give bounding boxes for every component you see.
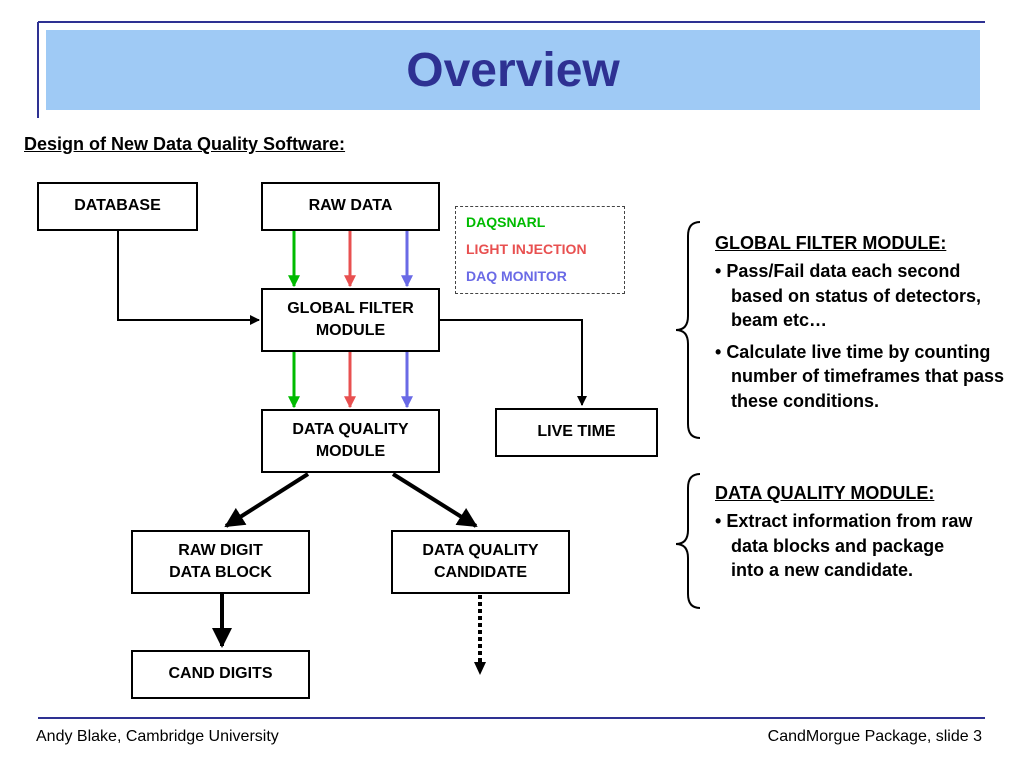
box-live-time-label: LIVE TIME xyxy=(537,423,616,441)
box-global-filter-label-1: GLOBAL FILTER xyxy=(287,299,414,317)
notes-global-filter-bullet-1: Pass/Fail data each second based on stat… xyxy=(715,259,1010,332)
box-data-quality-candidate: DATA QUALITY CANDIDATE xyxy=(391,530,570,594)
notes-data-quality: DATA QUALITY MODULE: Extract information… xyxy=(715,481,975,582)
notes-global-filter-list: Pass/Fail data each second based on stat… xyxy=(715,259,1010,413)
arrow-candidate-output-head xyxy=(474,662,486,675)
footer-author: Andy Blake, Cambridge University xyxy=(36,728,279,745)
legend-daq-monitor: DAQ MONITOR xyxy=(466,268,567,284)
slide-subtitle: Design of New Data Quality Software: xyxy=(24,134,346,154)
box-data-quality-module: DATA QUALITY MODULE xyxy=(261,409,440,473)
box-dq-candidate-label-2: CANDIDATE xyxy=(433,564,528,581)
legend-light-injection: LIGHT INJECTION xyxy=(466,241,587,257)
brace-global-filter xyxy=(675,221,701,439)
notes-global-filter-bullet-2: Calculate live time by counting number o… xyxy=(715,340,1010,413)
box-raw-data-label: RAW DATA xyxy=(308,197,393,215)
title-band xyxy=(46,30,980,110)
box-raw-digit-label-2: DATA BLOCK xyxy=(169,564,272,581)
arrow-dq-to-candidate xyxy=(391,472,478,528)
box-cand-digits-label: CAND DIGITS xyxy=(168,665,273,683)
box-data-quality-label-2: MODULE xyxy=(315,443,386,460)
brace-data-quality xyxy=(675,473,701,609)
box-global-filter-label-2: MODULE xyxy=(315,322,386,339)
box-database-label: DATABASE xyxy=(74,197,161,215)
box-raw-digit-label-1: RAW DIGIT xyxy=(178,541,263,559)
notes-data-quality-heading: DATA QUALITY MODULE: xyxy=(715,483,935,503)
notes-global-filter: GLOBAL FILTER MODULE: Pass/Fail data eac… xyxy=(715,231,1010,413)
connector-filter-to-livetime xyxy=(440,319,587,406)
box-database: DATABASE xyxy=(37,182,198,231)
box-global-filter-module: GLOBAL FILTER MODULE xyxy=(261,288,440,352)
arrow-dq-to-rawdigit xyxy=(224,472,310,528)
box-data-quality-label-1: DATA QUALITY xyxy=(292,420,409,438)
box-cand-digits: CAND DIGITS xyxy=(131,650,310,699)
notes-global-filter-heading: GLOBAL FILTER MODULE: xyxy=(715,233,947,253)
box-dq-candidate-label-1: DATA QUALITY xyxy=(422,541,539,559)
box-raw-data: RAW DATA xyxy=(261,182,440,231)
notes-data-quality-list: Extract information from raw data blocks… xyxy=(715,509,975,582)
footer-slide-number: CandMorgue Package, slide 3 xyxy=(767,728,982,745)
legend-daqsnarl: DAQSNARL xyxy=(466,214,546,230)
box-live-time: LIVE TIME xyxy=(495,408,658,457)
slide-title: Overview xyxy=(406,43,620,97)
box-raw-digit-data-block: RAW DIGIT DATA BLOCK xyxy=(131,530,310,594)
notes-data-quality-bullet-1: Extract information from raw data blocks… xyxy=(715,509,975,582)
connector-database-to-filter xyxy=(117,231,260,325)
legend: DAQSNARL LIGHT INJECTION DAQ MONITOR xyxy=(455,206,625,294)
